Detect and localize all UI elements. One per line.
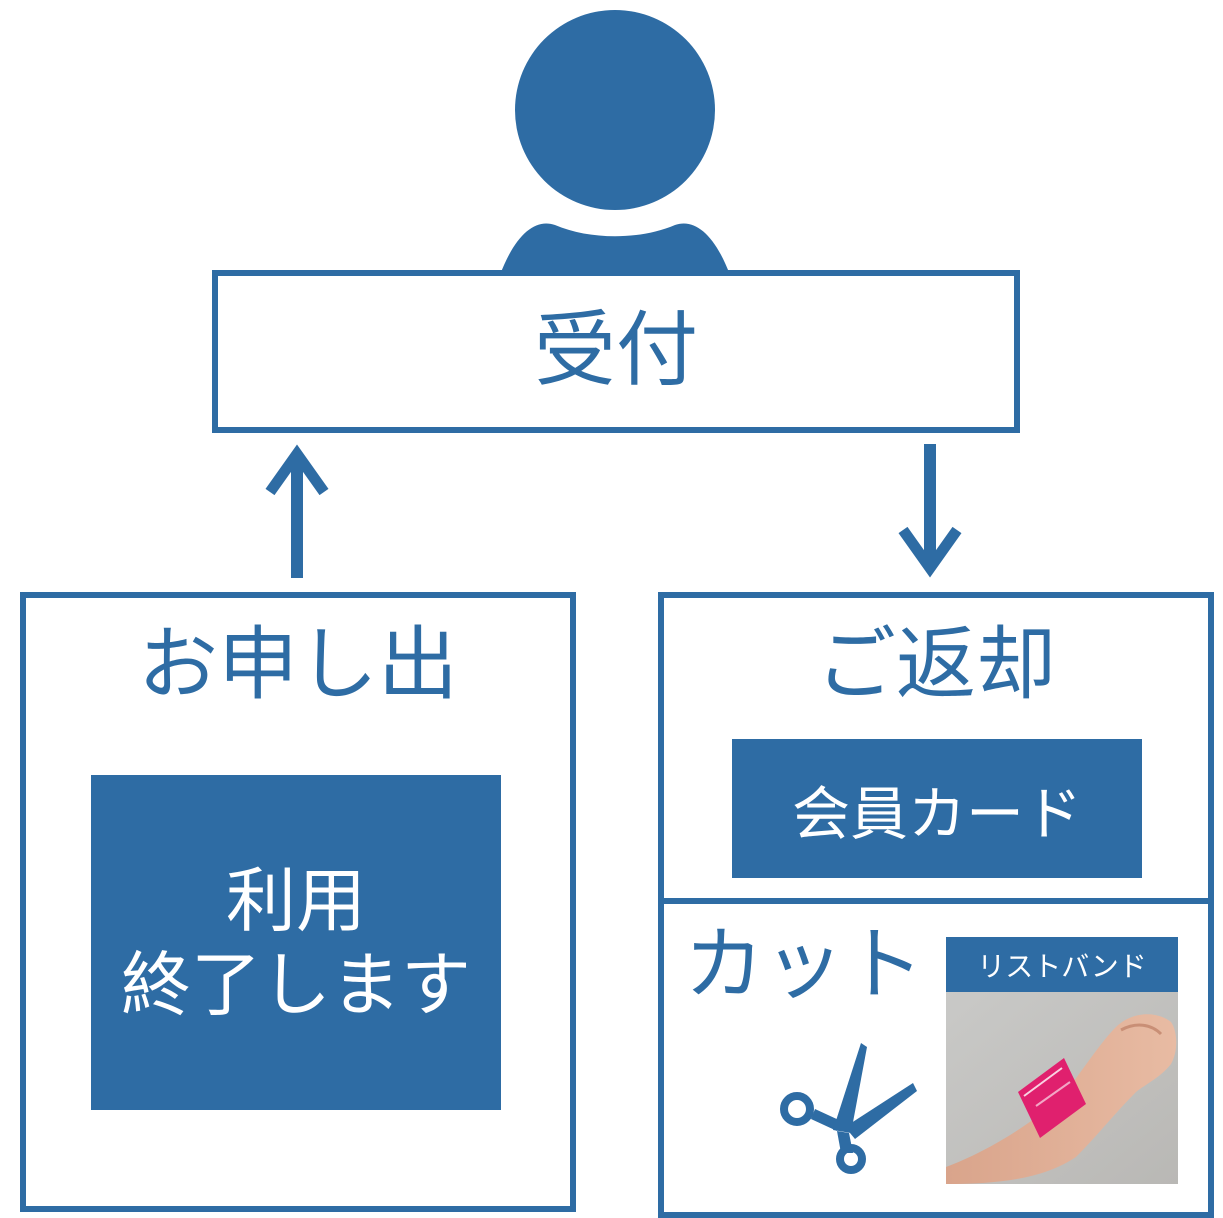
return-heading: ご返却 (816, 618, 1056, 711)
arrow-down-icon (898, 444, 962, 578)
person-icon (500, 10, 730, 275)
person-head (515, 10, 715, 210)
end-usage-line1: 利用 (226, 859, 366, 942)
scissors-icon (780, 1043, 917, 1174)
end-usage-line2: 終了します (121, 943, 471, 1026)
reception-label: 受付 (533, 303, 698, 398)
wristband-photo (946, 992, 1178, 1184)
cut-heading: カット (684, 918, 924, 1011)
arrow-up-icon (265, 444, 329, 578)
member-card: 会員カード (732, 739, 1142, 878)
person-shoulders (500, 223, 730, 275)
wristband-label: リストバンド (946, 937, 1178, 992)
end-usage-notice: 利用 終了します (91, 775, 501, 1110)
reception-box (212, 270, 1020, 433)
request-heading: お申し出 (138, 618, 458, 711)
